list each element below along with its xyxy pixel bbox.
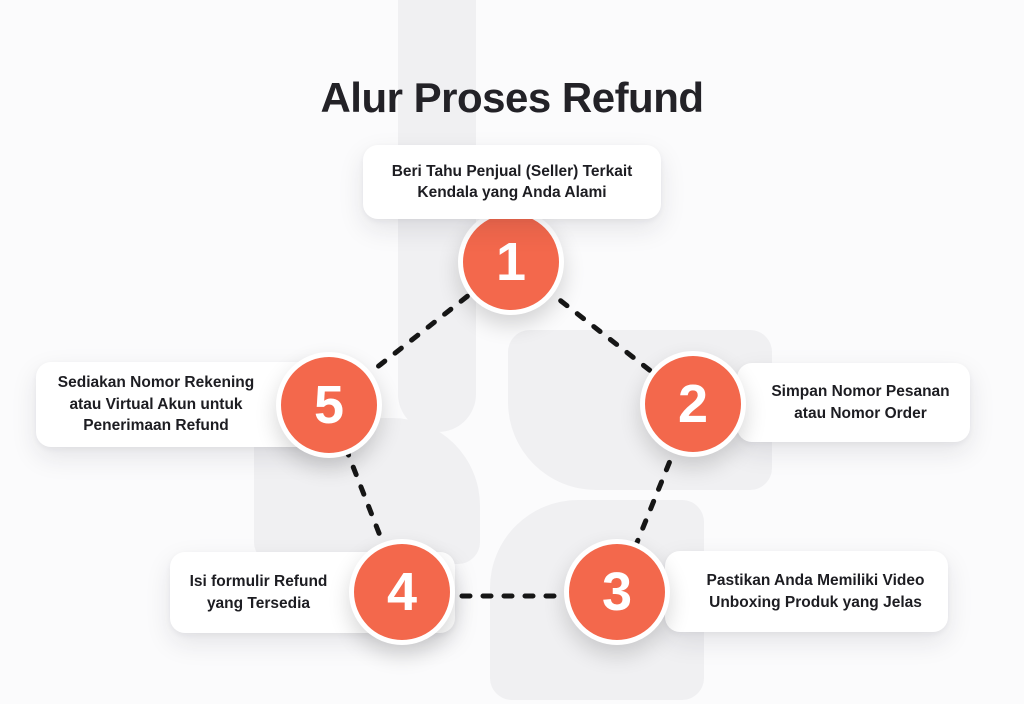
step-card-1: Beri Tahu Penjual (Seller) Terkait Kenda… <box>363 145 661 219</box>
step-label-2: Simpan Nomor Pesanan atau Nomor Order <box>771 383 950 422</box>
step-circle-3: 3 <box>564 539 670 645</box>
step-card-2: Simpan Nomor Pesanan atau Nomor Order <box>737 363 970 442</box>
step-number-2: 2 <box>677 374 709 434</box>
step-circle-1: 1 <box>458 209 564 315</box>
step-number-3: 3 <box>601 562 633 622</box>
step-label-1: Beri Tahu Penjual (Seller) Terkait Kenda… <box>391 162 633 201</box>
step-label-5: Sediakan Nomor Rekening atau Virtual Aku… <box>57 374 255 435</box>
step-circle-2: 2 <box>640 351 746 457</box>
step-circle-4: 4 <box>349 539 455 645</box>
step-number-4: 4 <box>386 562 418 622</box>
step-circle-5: 5 <box>276 352 382 458</box>
step-label-4: Isi formulir Refund yang Tersedia <box>189 573 328 612</box>
step-card-3: Pastikan Anda Memiliki Video Unboxing Pr… <box>665 551 948 632</box>
step-number-1: 1 <box>495 232 527 292</box>
step-label-3: Pastikan Anda Memiliki Video Unboxing Pr… <box>706 572 925 611</box>
step-number-5: 5 <box>313 375 345 435</box>
page-title: Alur Proses Refund <box>320 74 704 122</box>
